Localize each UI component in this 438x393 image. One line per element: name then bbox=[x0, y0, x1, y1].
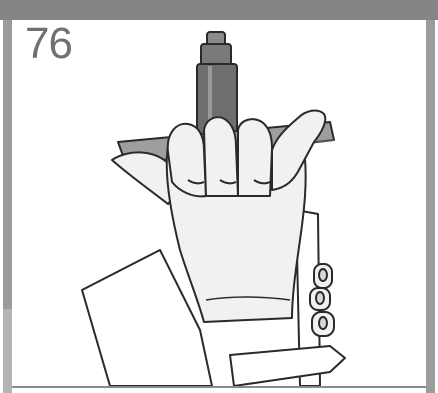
left-rule-segment bbox=[3, 20, 12, 309]
fingertips-icon bbox=[310, 264, 334, 336]
bottom-rule bbox=[12, 386, 426, 388]
step-number: 76 bbox=[25, 22, 72, 66]
left-rule bbox=[3, 20, 12, 393]
top-bar bbox=[0, 0, 438, 20]
right-rule bbox=[426, 20, 435, 393]
hand-holding-cylinder-icon bbox=[12, 20, 426, 386]
